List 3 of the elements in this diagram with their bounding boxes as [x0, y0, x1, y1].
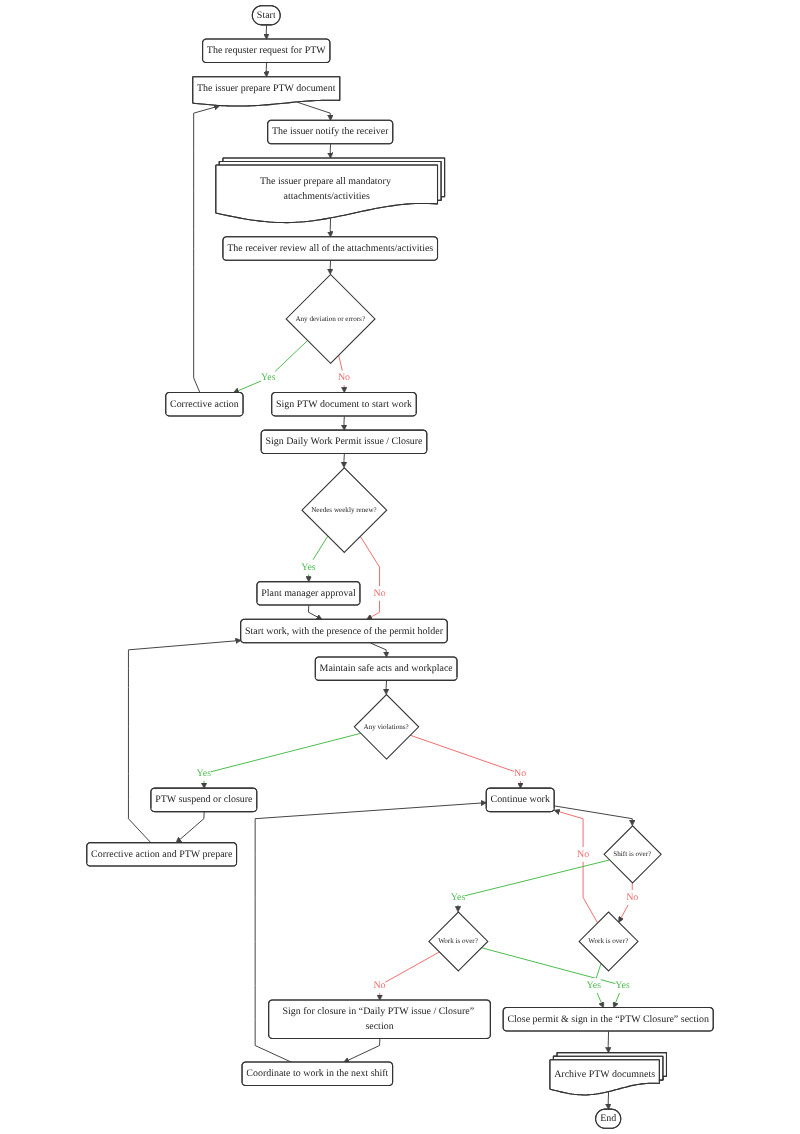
arrow	[327, 217, 334, 238]
arrow	[409, 734, 524, 789]
arrow	[370, 642, 390, 658]
